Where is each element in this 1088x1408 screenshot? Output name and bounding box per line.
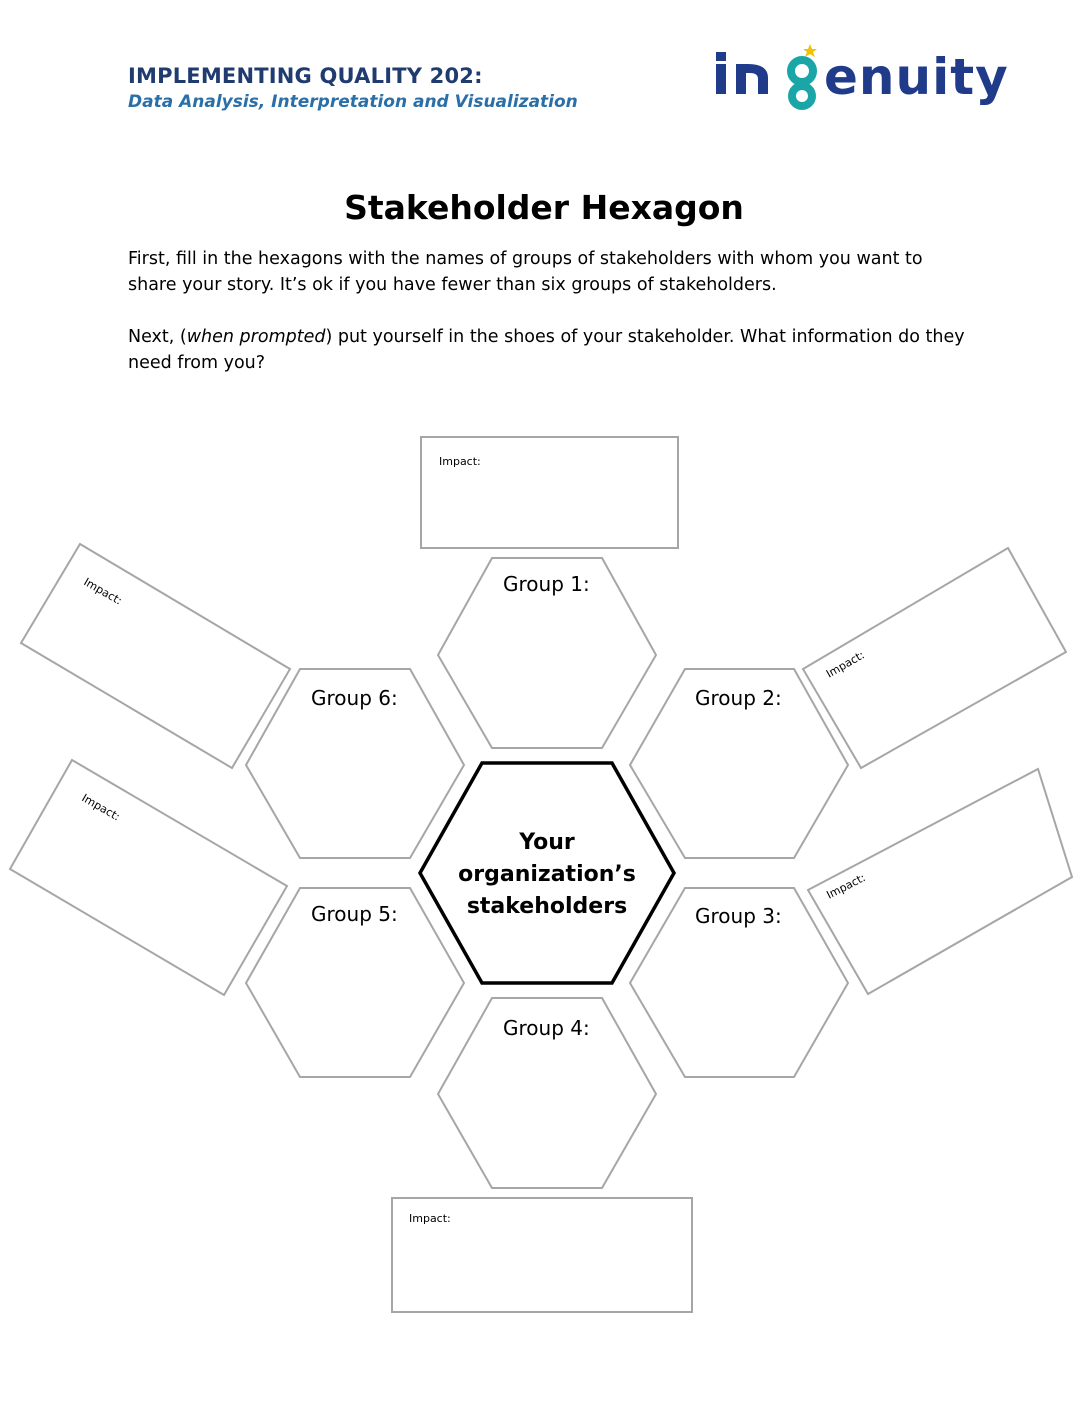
impact-box-bottom[interactable] [391,1197,693,1313]
center-line-3: stakeholders [467,894,627,919]
impact-label-bottom: Impact: [409,1212,451,1225]
group-4-label: Group 4: [503,1016,590,1040]
page-title: Stakeholder Hexagon [344,188,744,227]
group-1-label: Group 1: [503,572,590,596]
logo-wordmark: enuity [824,48,1009,106]
impact-box-upper-left[interactable] [19,542,292,770]
impact-box-lower-left[interactable] [8,758,289,997]
impact-label-upper-left: Impact: [82,575,125,607]
impact-box-lower-right[interactable] [806,767,1074,996]
instruction-paragraph-1: First, fill in the hexagons with the nam… [128,249,923,295]
group-3-label: Group 3: [695,904,782,928]
ingenuity-logo: enuity [716,44,1009,110]
impact-box-top[interactable] [420,436,679,549]
center-hexagon [417,761,677,985]
hexagon-group-1[interactable] [436,557,658,749]
impact-label-lower-left: Impact: [80,791,123,823]
group-6-label: Group 6: [311,686,398,710]
impact-box-upper-right[interactable] [801,546,1068,770]
para2-suffix: ) put yourself in the shoes of your stak… [128,327,965,373]
para2-prefix: Next, ( [128,327,187,347]
center-line-1: Your [518,830,575,855]
center-line-2: organization’s [458,862,636,887]
header-subtitle: Data Analysis, Interpretation and Visual… [128,92,578,112]
impact-label-top: Impact: [439,455,481,468]
hexagon-group-5[interactable] [244,887,466,1078]
impact-label-lower-right: Impact: [824,871,867,902]
para2-emphasis: when prompted [186,327,326,347]
header-title: IMPLEMENTING QUALITY 202: [128,64,483,88]
hexagon-group-4[interactable] [436,997,658,1189]
instruction-paragraph-2: Next, (when prompted) put yourself in th… [128,324,968,376]
hexagon-group-2[interactable] [628,668,850,859]
hexagon-group-3[interactable] [628,887,850,1078]
group-5-label: Group 5: [311,902,398,926]
group-2-label: Group 2: [695,686,782,710]
hexagon-group-6[interactable] [244,668,466,859]
